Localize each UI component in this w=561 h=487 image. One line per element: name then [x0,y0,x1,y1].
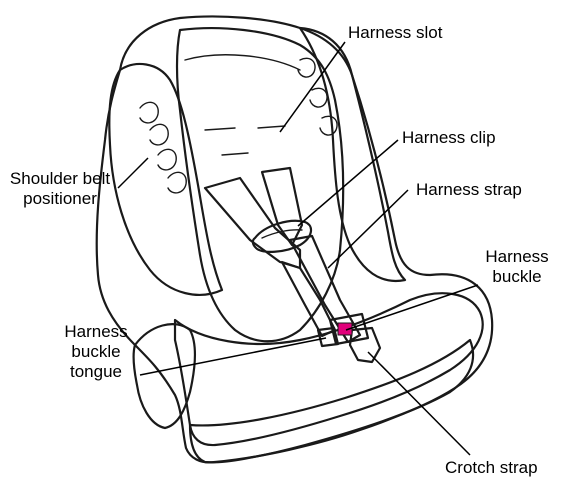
crotch-strap-label: Crotch strap [445,458,538,478]
seat-left-armrest [134,324,195,428]
seat-contour-2 [258,126,285,128]
shoulder-belt-positioner-label-line-2: positioner [0,189,120,209]
harness-buckle-tongue-label-line-2: buckle [56,342,136,362]
harness-buckle-label-line-2: buckle [477,267,557,287]
crotch-strap-shape [350,328,380,362]
harness-slot-label: Harness slot [348,23,442,43]
seat-contour-1 [205,128,235,130]
harness-buckle-label: Harness buckle [477,247,557,287]
leader-shoulder-belt-positioner [118,158,148,188]
seat-pattern-left [140,102,186,193]
harness-buckle-tongue-label: Harness buckle tongue [56,322,136,382]
harness-strap-left [205,178,300,268]
shoulder-belt-positioner-label-line-1: Shoulder belt [0,169,120,189]
leader-harness-buckle-tongue [140,338,326,375]
seat-headrest [185,55,300,70]
leader-harness-buckle [346,285,478,330]
shoulder-belt-positioner-label: Shoulder belt positioner [0,169,120,209]
harness-buckle-tongue-label-line-3: tongue [56,362,136,382]
leader-harness-strap [328,190,408,268]
harness-buckle-tongue-label-line-1: Harness [56,322,136,342]
harness-assembly [205,168,380,362]
harness-clip-label: Harness clip [402,128,496,148]
harness-strap-label: Harness strap [416,180,522,200]
seat-contour-3 [222,153,248,155]
harness-buckle-label-line-1: Harness [477,247,557,267]
